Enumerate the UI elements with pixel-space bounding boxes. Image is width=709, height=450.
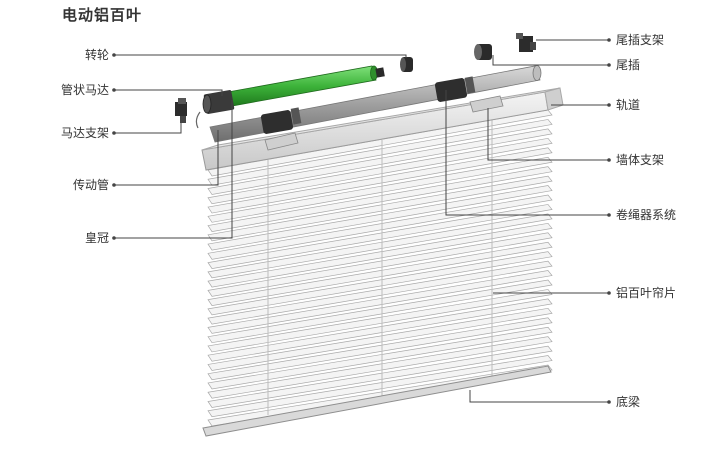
slat: [207, 137, 553, 205]
diagram-title: 电动铝百叶: [62, 6, 143, 24]
label-track: 轨道: [616, 98, 641, 112]
slat: [207, 336, 553, 399]
wheel-part: [400, 57, 413, 72]
leader-lines-left: [114, 54, 407, 239]
end-plug-part: [474, 44, 492, 60]
label-end-plug: 尾插: [616, 58, 641, 72]
leader-dots: [112, 38, 611, 404]
slat: [207, 241, 553, 307]
label-aluminum-slats: 铝百叶帘片: [616, 286, 677, 300]
end-plug-bracket-part: [516, 33, 536, 52]
slat: [207, 166, 553, 232]
slat: [207, 270, 553, 334]
label-end-plug-bracket: 尾插支架: [616, 33, 665, 47]
slat: [207, 128, 553, 195]
motor-bracket: [175, 98, 187, 123]
slat: [207, 147, 553, 214]
slat: [207, 119, 553, 186]
label-cord-spool-system: 卷绳器系统: [616, 208, 677, 222]
slat: [207, 204, 553, 269]
slat: [207, 345, 553, 408]
slat: [207, 175, 553, 242]
cord-spool-right: [434, 76, 476, 102]
label-wall-bracket: 墙体支架: [616, 153, 665, 167]
slat: [207, 251, 553, 316]
label-crown: 皇冠: [84, 231, 109, 245]
slat: [207, 326, 553, 390]
slat: [207, 289, 553, 353]
label-tubular-motor: 管状马达: [60, 83, 109, 97]
slat: [207, 307, 553, 371]
label-motor-bracket: 马达支架: [60, 126, 109, 140]
label-drive-tube: 传动管: [72, 178, 109, 192]
slat: [207, 194, 553, 260]
wall-brackets: [264, 95, 504, 151]
slat: [207, 213, 553, 279]
slat: [207, 260, 553, 325]
bottom-rail: [202, 365, 552, 437]
slat: [207, 222, 553, 288]
slat: [207, 298, 553, 362]
slat: [207, 185, 553, 251]
slat: [207, 279, 553, 344]
slat: [207, 156, 553, 223]
leader-lines-right: [445, 39, 609, 403]
slat: [207, 317, 553, 381]
slat: [207, 232, 553, 297]
cord-spool-left: [260, 107, 302, 134]
motor-head: [195, 90, 235, 129]
label-bottom-rail: 底梁: [616, 395, 641, 409]
slat: [207, 355, 553, 418]
label-wheel: 转轮: [84, 48, 109, 62]
slat-stack: [207, 109, 553, 427]
